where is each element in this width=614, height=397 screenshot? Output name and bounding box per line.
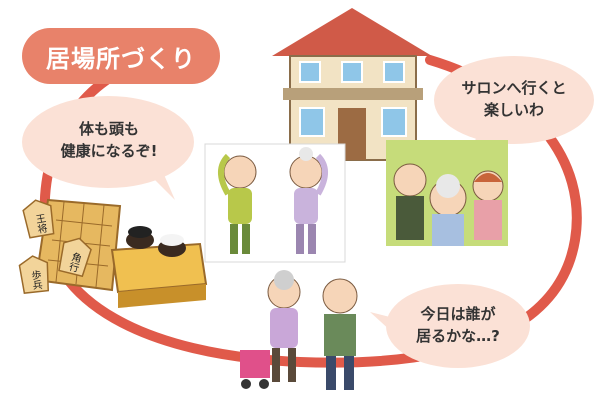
- go-board-illustration: [110, 226, 208, 308]
- speech-line: サロンへ行くと: [461, 79, 567, 97]
- speech-text-health: 体も頭も 健康になるぞ!: [34, 118, 184, 162]
- shogi-piece-label: 歩兵: [28, 268, 42, 291]
- page-title: 居場所づくり: [46, 44, 196, 73]
- shogi-piece: 王将: [22, 199, 55, 239]
- shogi-piece-label: 王将: [33, 213, 48, 235]
- speech-line: 今日は誰が: [420, 305, 496, 323]
- speech-line: 楽しいわ: [483, 101, 544, 119]
- shogi-piece: 角行: [58, 237, 92, 278]
- speech-line: 健康になるぞ!: [60, 142, 158, 160]
- speech-text-salon: サロンへ行くと 楽しいわ: [446, 77, 582, 121]
- speech-text-today: 今日は誰が 居るかな…?: [400, 303, 516, 347]
- speech-line: 居るかな…?: [416, 327, 500, 345]
- speech-bubble-health: [22, 96, 194, 200]
- shogi-piece: 歩兵: [18, 255, 50, 294]
- walking-couple-illustration: [240, 270, 358, 390]
- stretching-seniors-illustration: [204, 143, 346, 263]
- title-badge: 居場所づくり: [22, 28, 220, 84]
- speech-bubble-today: [370, 284, 530, 368]
- speech-line: 体も頭も: [78, 120, 139, 138]
- salon-group-illustration: [386, 140, 508, 246]
